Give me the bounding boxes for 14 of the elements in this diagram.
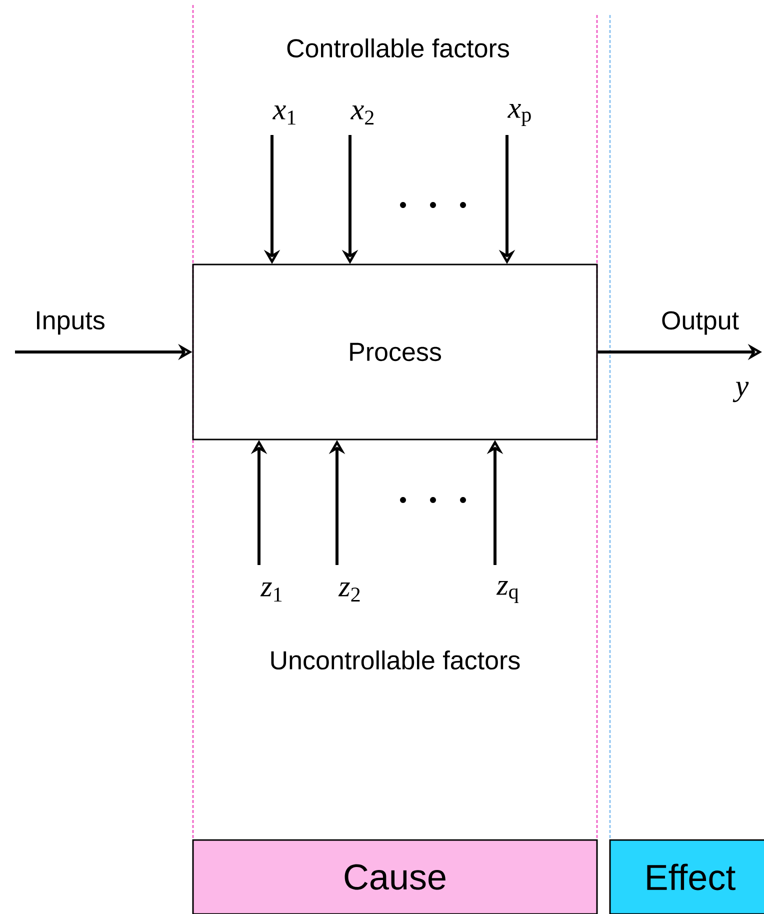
effect-box: Effect <box>609 839 764 914</box>
factor-label: x$_{2}$ <box>350 105 374 125</box>
factor-label: z$_{2}$ <box>338 582 360 602</box>
factor-label: x$_{1}$ <box>272 105 296 125</box>
factor-label: z$_{q}$ <box>496 581 518 603</box>
factor-label: x$_{p}$ <box>507 104 531 126</box>
edge-label: Inputs <box>34 310 106 336</box>
process-box: Process <box>192 264 598 440</box>
heading-label: Uncontrollable factors <box>271 650 520 670</box>
output-symbol: y <box>732 382 749 402</box>
heading-label: Controllable factors <box>287 38 509 58</box>
edge-label: Output <box>660 310 740 336</box>
cause-box: Cause <box>192 839 598 914</box>
factor-label: z$_{1}$ <box>260 582 282 602</box>
